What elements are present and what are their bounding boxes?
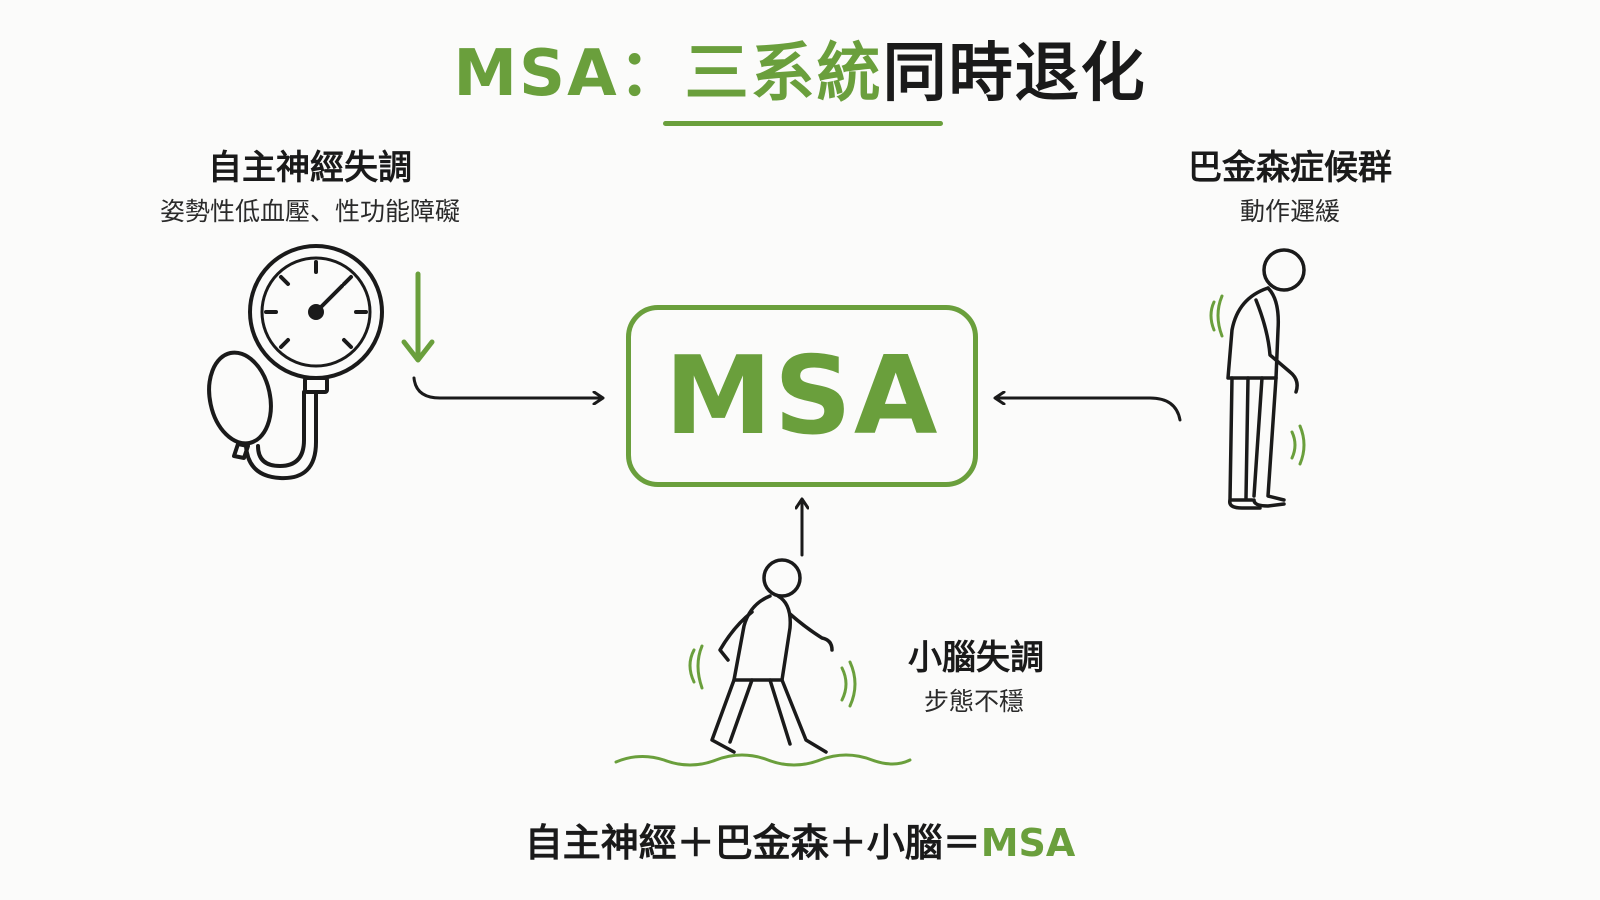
imbalance-lines-icon: [688, 644, 857, 708]
parkinson-subtitle: 動作遲緩: [1239, 197, 1340, 226]
unsteady-walking-person-icon: [710, 558, 834, 754]
autonomic-heading: 自主神經失調: [208, 148, 412, 188]
summary-formula: 自主神經＋巴金森＋小腦＝MSA: [0, 812, 1600, 867]
cerebellar-heading: 小腦失調: [908, 638, 1044, 678]
right-arrow-connector: [996, 398, 1182, 422]
cerebellar-subtitle: 步態不穩: [924, 687, 1025, 716]
formula-result: MSA: [980, 821, 1076, 865]
parkinson-heading: 巴金森症候群: [1188, 148, 1392, 188]
wavy-ground-line: [614, 753, 912, 767]
page-title: MSA：三系統同時退化: [0, 22, 1600, 114]
blood-pressure-gauge-icon: [207, 244, 384, 481]
title-part-green: MSA：三系統: [453, 37, 883, 111]
msa-center-label: MSA: [664, 333, 940, 459]
left-arrow-connector: [412, 376, 602, 398]
msa-center-box: MSA: [626, 305, 978, 487]
stooped-person-icon: [1226, 248, 1306, 510]
down-arrow-icon: [401, 271, 435, 363]
formula-text: 自主神經＋巴金森＋小腦＝: [524, 821, 981, 865]
autonomic-subtitle: 姿勢性低血壓、性功能障礙: [159, 197, 460, 226]
tremor-lines-icon: [1209, 294, 1306, 466]
title-part-dark: 同時退化: [882, 37, 1147, 111]
title-underline: [663, 121, 943, 126]
